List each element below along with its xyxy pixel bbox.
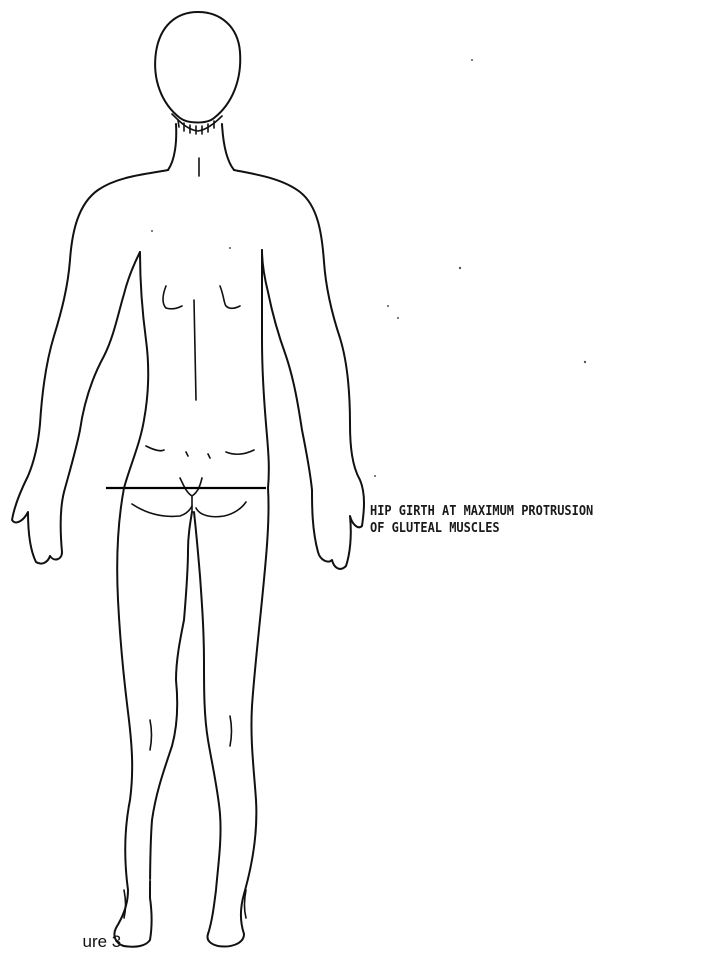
torso-right: [262, 250, 269, 488]
spine-line: [194, 300, 196, 400]
back-dimples: [146, 446, 254, 458]
scan-speck: [397, 317, 399, 319]
annotation-line-2: OF GLUTEAL MUSCLES: [370, 520, 593, 537]
scan-speck: [229, 247, 231, 249]
scan-speck: [387, 305, 389, 307]
left-ankle-mark: [124, 890, 126, 918]
right-arm-outer: [234, 170, 364, 569]
left-leg-inner: [150, 512, 192, 898]
hip-girth-annotation: HIP GIRTH AT MAXIMUM PROTRUSION OF GLUTE…: [370, 503, 593, 537]
left-knee-mark: [150, 720, 152, 750]
right-scapula-mark: [220, 286, 240, 308]
scan-speck: [149, 879, 151, 881]
right-leg-inner: [194, 512, 221, 934]
torso-left: [124, 252, 148, 488]
figure-caption-text: ure 3.: [83, 932, 126, 952]
neck-right: [222, 124, 234, 170]
scan-speck: [584, 361, 586, 363]
figure-caption: ure 3.: [0, 932, 126, 952]
right-arm-inner: [262, 250, 312, 490]
neck-left: [168, 124, 176, 170]
right-ankle-mark: [245, 890, 247, 918]
left-arm-outer: [12, 170, 168, 564]
annotation-line-1: HIP GIRTH AT MAXIMUM PROTRUSION: [370, 503, 593, 520]
right-buttock-crease: [196, 502, 246, 517]
left-scapula-mark: [163, 286, 182, 309]
left-buttock-crease: [132, 504, 192, 516]
head-outline: [155, 12, 240, 123]
scan-speck: [374, 475, 376, 477]
scan-speck: [459, 267, 461, 269]
left-arm-inner: [64, 252, 140, 492]
left-leg-outer: [114, 488, 151, 947]
scan-speck: [151, 230, 153, 232]
scan-speck: [471, 59, 473, 61]
right-knee-mark: [230, 716, 232, 746]
